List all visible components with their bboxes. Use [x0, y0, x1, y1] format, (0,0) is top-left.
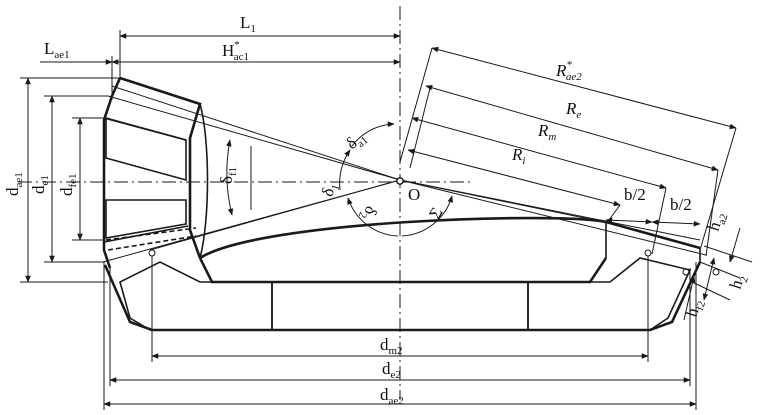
label-b-half-1: b/2	[624, 185, 646, 204]
label-L1: L1	[240, 13, 256, 35]
label-dae2: dae2	[380, 385, 404, 407]
label-delta-a1: δa1	[342, 127, 370, 156]
dim-R-group	[399, 46, 737, 257]
dim-de2	[109, 268, 691, 386]
dim-Hac1	[111, 56, 401, 100]
label-de2: de2	[382, 359, 401, 381]
dim-de1	[44, 95, 108, 263]
dim-dae1	[20, 77, 120, 283]
label-Lae1: Lae1	[44, 39, 70, 61]
pinion-body	[102, 76, 209, 269]
label-Rm: Rm	[537, 121, 556, 143]
cone-line-pitch1	[107, 95, 401, 181]
cone-line-addendum1	[111, 85, 401, 181]
label-ha2: ha2	[704, 209, 731, 234]
label-hf2: hf2	[682, 297, 708, 321]
label-delta2: δ2	[356, 203, 381, 223]
label-de1: de1	[29, 175, 51, 194]
dim-h-group	[683, 227, 753, 321]
dim-dfe1	[72, 117, 104, 241]
label-b-half-2: b/2	[670, 195, 692, 214]
label-delta1: δ1	[318, 180, 343, 200]
label-delta-f1: δf1	[217, 167, 239, 184]
origin-point	[396, 177, 404, 185]
angle-arcs	[226, 121, 453, 237]
label-Rae2: R*ae2	[555, 59, 582, 83]
label-Re: Re	[565, 99, 581, 121]
dim-dm2	[151, 256, 649, 362]
label-dfe1: dfe1	[57, 173, 79, 196]
label-Hac1: H*ac1	[222, 39, 249, 63]
dim-dae2	[103, 262, 697, 410]
origin-label: O	[408, 185, 420, 204]
label-dm2: dm2	[380, 335, 403, 357]
gear-wheel-body	[103, 216, 702, 332]
label-dae1: dae1	[3, 172, 25, 196]
cone-line-pitch-lower	[102, 179, 401, 263]
label-h2: h2	[726, 272, 751, 292]
dim-L1	[119, 30, 401, 80]
label-Ri: Ri	[511, 145, 525, 167]
